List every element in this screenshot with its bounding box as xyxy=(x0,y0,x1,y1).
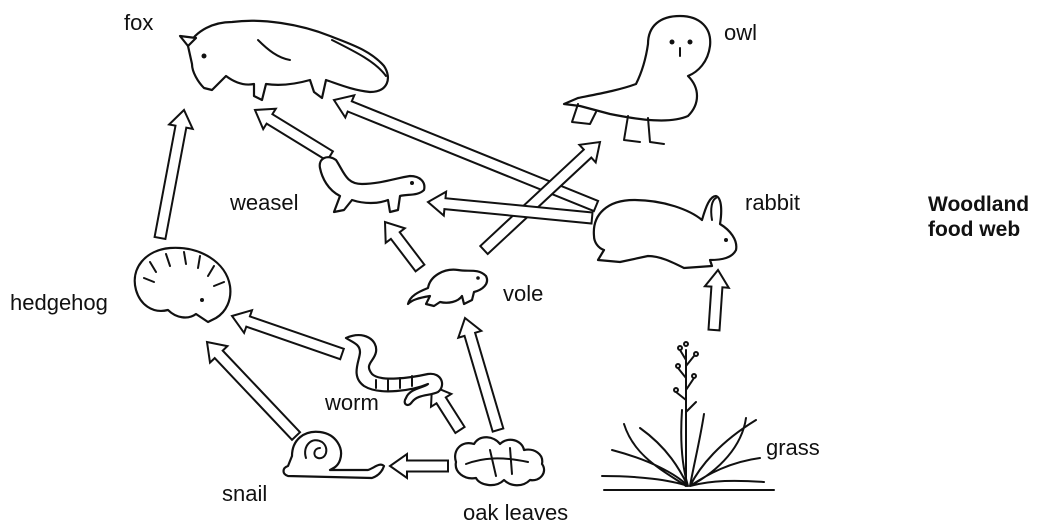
rabbit-illustration xyxy=(594,196,736,268)
label-fox: fox xyxy=(124,12,153,34)
label-snail: snail xyxy=(222,483,267,505)
label-weasel: weasel xyxy=(230,192,298,214)
arrow-worm-to-hedgehog xyxy=(232,310,344,359)
owl-illustration xyxy=(564,16,710,144)
arrow-oak-leaves-to-vole xyxy=(458,318,503,432)
label-grass: grass xyxy=(766,437,820,459)
oak-leaves-illustration xyxy=(455,437,544,485)
label-oak-leaves: oak leaves xyxy=(463,502,568,524)
title-line-2: food web xyxy=(928,217,1029,242)
arrow-oak-leaves-to-snail xyxy=(390,454,448,478)
arrow-vole-to-weasel xyxy=(385,222,424,271)
arrow-hedgehog-to-fox xyxy=(155,110,193,239)
label-rabbit: rabbit xyxy=(745,192,800,214)
vole-illustration xyxy=(408,270,487,306)
label-hedgehog: hedgehog xyxy=(10,292,108,314)
title-line-1: Woodland xyxy=(928,192,1029,217)
arrow-snail-to-hedgehog xyxy=(207,342,300,440)
arrow-grass-to-rabbit xyxy=(705,270,729,330)
label-vole: vole xyxy=(503,283,543,305)
fox-illustration xyxy=(180,21,388,100)
hedgehog-illustration xyxy=(135,248,231,322)
snail-illustration xyxy=(284,432,385,478)
label-owl: owl xyxy=(724,22,757,44)
grass-illustration xyxy=(602,342,774,490)
label-worm: worm xyxy=(325,392,379,414)
diagram-title: Woodland food web xyxy=(928,192,1029,242)
weasel-illustration xyxy=(320,157,425,212)
arrow-weasel-to-fox xyxy=(255,109,333,161)
